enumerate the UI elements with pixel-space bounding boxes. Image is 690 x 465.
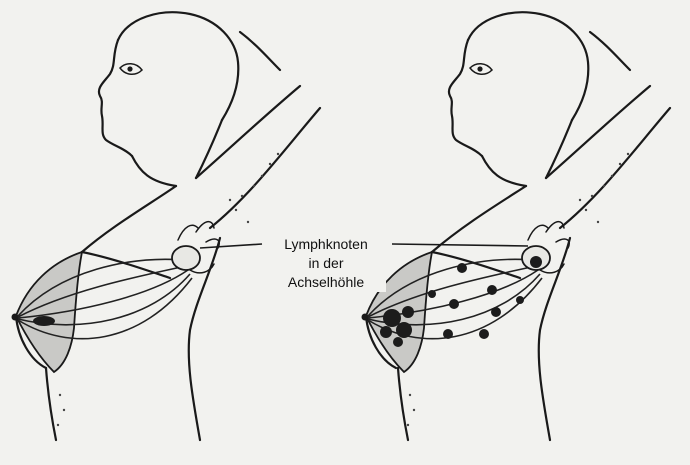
annotation-line-1: Lymphknoten [266,235,386,254]
right-torso-front [432,186,526,252]
label-leader-left [200,244,262,248]
right-pupil [477,66,482,71]
affected-figure [362,12,671,440]
left-neck-back [196,120,222,178]
right-hair-outline [468,12,588,120]
left-torso-front [82,186,176,252]
annotation-line-3: Achselhöhle [266,273,386,292]
left-breast [16,252,82,372]
left-body-lower [46,368,56,440]
right-shoulder [590,32,630,70]
left-early-tumor [33,316,55,326]
healthy-figure [12,12,321,440]
left-shoulder [240,32,280,70]
left-arm-upper [196,86,300,178]
left-nipple [12,314,19,321]
left-pupil [127,66,132,71]
right-body-lower [398,368,408,440]
right-nipple [362,314,369,321]
left-arm-lower [210,108,320,228]
left-face-profile [99,40,132,156]
label-leader-right [392,244,528,246]
left-hair-outline [118,12,238,120]
right-face-profile [449,40,482,156]
right-arm-lower [560,108,670,228]
right-arm-upper [546,86,650,178]
annotation-line-2: in der [266,254,386,273]
right-neck-back [546,120,572,178]
left-neck-front [132,156,176,186]
right-neck-front [482,156,526,186]
